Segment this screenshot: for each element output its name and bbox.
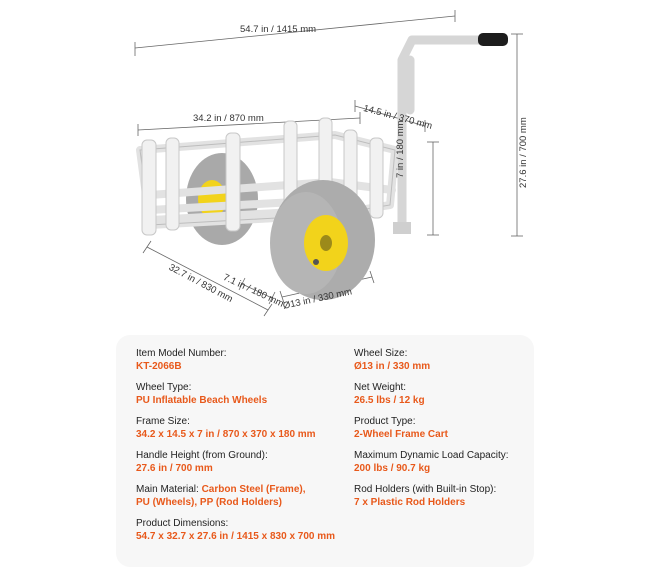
- spec-main-material: Main Material: Carbon Steel (Frame), PU …: [136, 483, 306, 509]
- spec-product-type: Product Type: 2-Wheel Frame Cart: [354, 415, 448, 441]
- spec-wheel-size-value: Ø13 in / 330 mm: [354, 361, 431, 372]
- spec-product-dimensions: Product Dimensions: 54.7 x 32.7 x 27.6 i…: [136, 517, 335, 543]
- spec-frame-size-label: Frame Size:: [136, 416, 190, 427]
- specifications-panel: Item Model Number: KT-2066B Wheel Type: …: [116, 335, 534, 567]
- spec-wheel-type-label: Wheel Type:: [136, 382, 192, 393]
- spec-main-material-value-1: Carbon Steel (Frame),: [201, 484, 306, 495]
- spec-main-material-label: Main Material:: [136, 484, 202, 495]
- spec-frame-size-value: 34.2 x 14.5 x 7 in / 870 x 370 x 180 mm: [136, 429, 316, 440]
- spec-main-material-value-2: PU (Wheels), PP (Rod Holders): [136, 497, 282, 508]
- spec-rod-holders: Rod Holders (with Built-in Stop): 7 x Pl…: [354, 483, 496, 509]
- cart-illustration: [134, 10, 523, 317]
- dimension-frame-depth: 7 in / 180 mm: [395, 120, 406, 178]
- spec-product-dimensions-value: 54.7 x 32.7 x 27.6 in / 1415 x 830 x 700…: [136, 531, 336, 542]
- spec-wheel-size-label: Wheel Size:: [354, 348, 408, 359]
- spec-rod-holders-value: 7 x Plastic Rod Holders: [354, 497, 466, 508]
- spec-product-type-label: Product Type:: [354, 416, 416, 427]
- dimension-handle-height: 27.6 in / 700 mm: [518, 117, 529, 188]
- spec-product-dimensions-label: Product Dimensions:: [136, 518, 229, 529]
- spec-handle-height: Handle Height (from Ground): 27.6 in / 7…: [136, 449, 268, 475]
- spec-net-weight: Net Weight: 26.5 lbs / 12 kg: [354, 381, 425, 407]
- spec-max-load-value: 200 lbs / 90.7 kg: [354, 463, 431, 474]
- spec-rod-holders-label: Rod Holders (with Built-in Stop):: [354, 484, 497, 495]
- spec-wheel-size: Wheel Size: Ø13 in / 330 mm: [354, 347, 430, 373]
- spec-model-label: Item Model Number:: [136, 348, 227, 359]
- spec-product-type-value: 2-Wheel Frame Cart: [354, 429, 448, 440]
- spec-wheel-type-value: PU Inflatable Beach Wheels: [136, 395, 268, 406]
- spec-max-load-label: Maximum Dynamic Load Capacity:: [354, 450, 509, 461]
- spec-net-weight-label: Net Weight:: [354, 382, 407, 393]
- spec-max-load: Maximum Dynamic Load Capacity: 200 lbs /…: [354, 449, 509, 475]
- spec-handle-height-label: Handle Height (from Ground):: [136, 450, 268, 461]
- spec-net-weight-value: 26.5 lbs / 12 kg: [354, 395, 425, 406]
- spec-wheel-type: Wheel Type: PU Inflatable Beach Wheels: [136, 381, 267, 407]
- dimension-overall-length: 54.7 in / 1415 mm: [240, 24, 317, 35]
- spec-handle-height-value: 27.6 in / 700 mm: [136, 463, 213, 474]
- spec-model-value: KT-2066B: [136, 361, 182, 372]
- dimension-frame-length: 34.2 in / 870 mm: [193, 113, 264, 124]
- spec-frame-size: Frame Size: 34.2 x 14.5 x 7 in / 870 x 3…: [136, 415, 316, 441]
- spec-model: Item Model Number: KT-2066B: [136, 347, 227, 373]
